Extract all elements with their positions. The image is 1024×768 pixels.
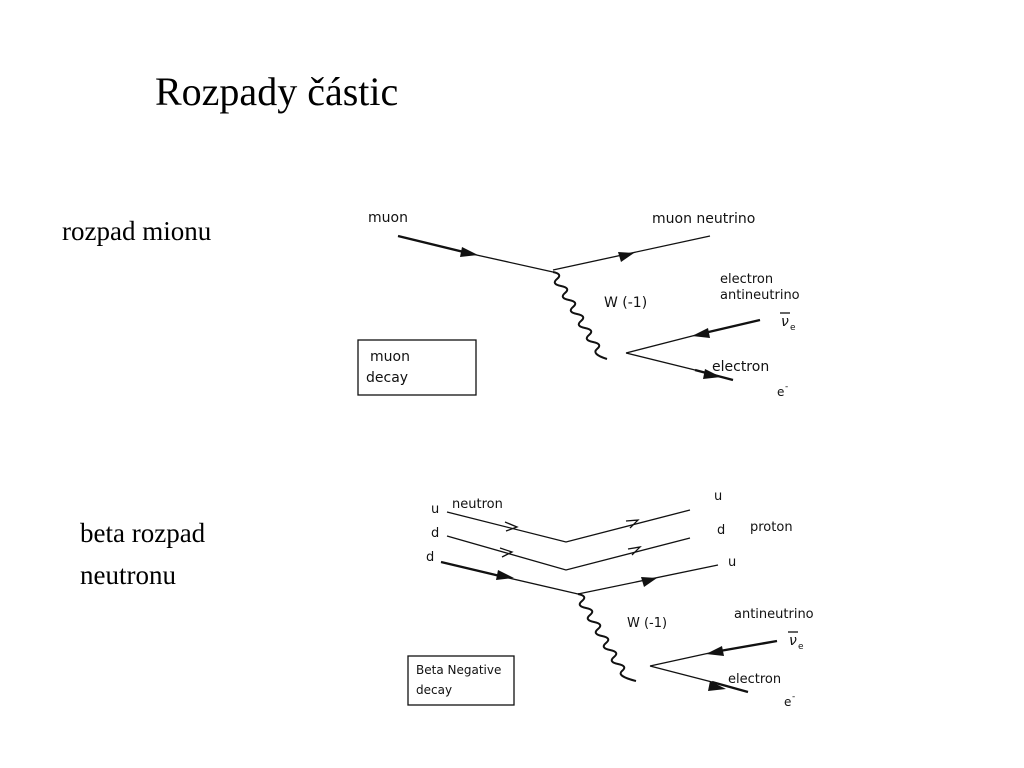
muon-electron-line <box>625 352 696 371</box>
beta-d-to-u-line <box>499 575 579 595</box>
beta-decay-label-line-2: neutronu <box>80 560 176 590</box>
muon-arrow <box>460 247 478 257</box>
beta-d-quark-arrow-in <box>499 547 514 558</box>
muon-decay-section-label: rozpad mionu <box>62 216 212 246</box>
beta-decay-section-label: beta rozpad neutronu <box>80 512 205 596</box>
muon-decay-diagram: muon muon neutrino W (-1) electron antin… <box>357 210 800 399</box>
beta-d-to-u-line-thick <box>440 560 501 578</box>
muon-w-boson-wave <box>552 271 608 360</box>
beta-neutron-label: neutron <box>452 497 503 512</box>
beta-decay-label-line-1: beta rozpad <box>80 518 206 548</box>
beta-decay-caption-box <box>407 655 515 706</box>
muon-antineutrino-line <box>625 333 701 354</box>
beta-electron-arrow <box>708 681 726 691</box>
beta-box-line-2: decay <box>416 683 452 697</box>
beta-left-quark-3: d <box>426 550 434 565</box>
beta-up-quark-arrow <box>641 577 657 587</box>
beta-left-quark-2: d <box>431 526 439 541</box>
beta-d-quark-arrow-out <box>627 546 642 556</box>
beta-antineutrino-label: antineutrino <box>734 607 814 622</box>
beta-antineutrino-symbol: ν <box>789 633 797 649</box>
beta-electron-label: electron <box>728 672 781 687</box>
beta-w-boson-label: W (-1) <box>627 616 667 631</box>
beta-decay-diagram: u d d neutron u d u proton W (-1) antine… <box>407 489 814 709</box>
beta-w-boson-wave <box>577 593 637 682</box>
beta-antineutrino-arrow <box>706 646 724 656</box>
slide-title: Rozpady částic <box>155 69 399 114</box>
beta-u-quark-line <box>446 509 691 543</box>
muon-box-line-1: muon <box>370 349 410 365</box>
muon-line <box>471 253 554 273</box>
beta-antineutrino-line-thick <box>713 639 778 654</box>
muon-incoming-label: muon <box>368 210 408 226</box>
beta-right-quark-3: u <box>728 555 736 570</box>
beta-electron-line-thick <box>711 680 749 694</box>
muon-electron-symbol: e <box>777 385 784 399</box>
muon-box-line-2: decay <box>366 370 408 386</box>
muon-neutrino-arrow <box>618 252 634 262</box>
muon-neutrino-label: muon neutrino <box>652 211 755 227</box>
muon-w-boson-label: W (-1) <box>604 295 647 311</box>
muon-antineutrino-subscript: e <box>790 323 796 333</box>
beta-d-quark-arrow <box>496 570 514 580</box>
beta-electron-superscript: - <box>792 692 795 702</box>
beta-u-quark-arrow-out <box>625 519 640 529</box>
muon-electron-superscript: - <box>785 382 788 392</box>
muon-electron-arrow <box>703 369 721 379</box>
muon-antineutrino-line-thick <box>699 318 761 336</box>
beta-u-quark-arrow-in <box>504 521 519 532</box>
beta-right-quark-2: d <box>717 523 725 538</box>
beta-antineutrino-subscript: e <box>798 642 804 652</box>
beta-electron-line <box>649 665 713 683</box>
beta-box-line-1: Beta Negative <box>416 663 501 677</box>
muon-antineutrino-label-line-1: electron <box>720 272 773 287</box>
muon-electron-label: electron <box>712 359 769 375</box>
muon-line-thick <box>397 234 473 256</box>
beta-electron-symbol: e <box>784 695 791 709</box>
muon-antineutrino-symbol: ν <box>781 314 789 330</box>
muon-antineutrino-label-line-2: antineutrino <box>720 288 800 303</box>
beta-proton-label: proton <box>750 520 793 535</box>
muon-decay-caption-box <box>357 339 477 396</box>
beta-antineutrino-line <box>649 651 715 667</box>
beta-left-quark-1: u <box>431 502 439 517</box>
beta-d-quark-line <box>446 535 691 571</box>
beta-right-quark-1: u <box>714 489 722 504</box>
muon-antineutrino-arrow <box>692 328 710 338</box>
